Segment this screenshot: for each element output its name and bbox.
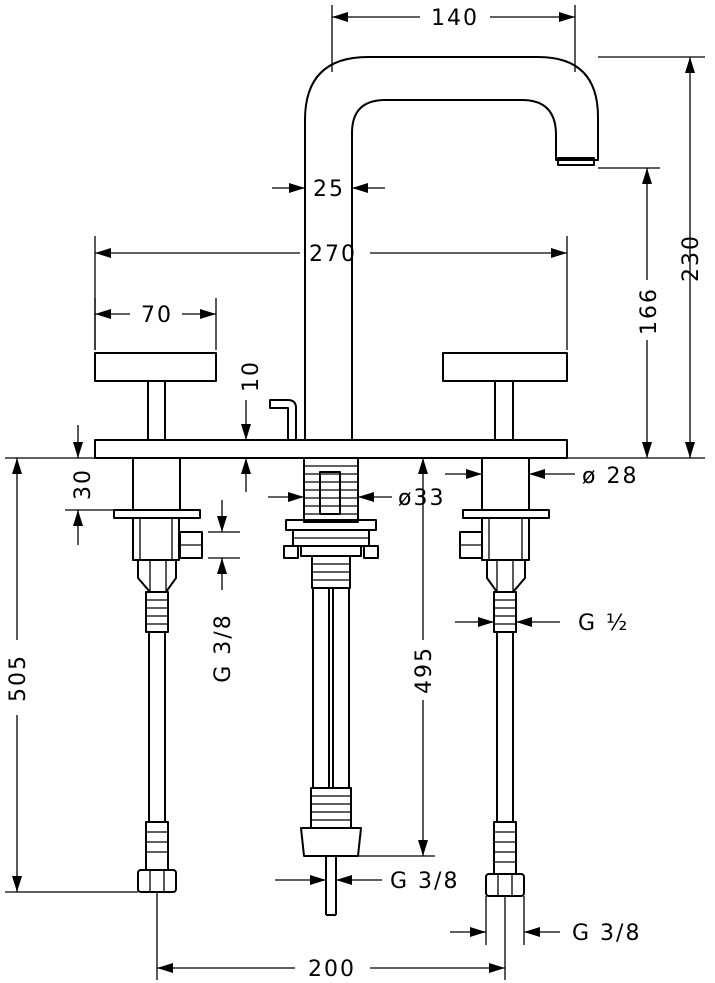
- deck-plate: [94, 439, 568, 459]
- dim-hose-length: 505: [6, 654, 31, 702]
- spout-aerator: [557, 157, 595, 166]
- center-shank: [283, 457, 379, 589]
- popup-lever: [269, 399, 297, 440]
- dim-spout-tube: 25: [313, 177, 345, 202]
- dim-hot-cold-connection: G ½: [578, 611, 629, 636]
- dimension-lines: [5, 5, 705, 980]
- dim-shank-diameter: ø33: [398, 486, 445, 511]
- spout: [304, 56, 599, 440]
- dim-valve-body: 30: [71, 468, 96, 500]
- dim-plate-thickness: 10: [239, 360, 264, 392]
- left-valve: [113, 457, 203, 593]
- dim-hose-connection: G 3/8: [572, 921, 641, 946]
- dim-handle-width: 70: [141, 303, 173, 328]
- right-hose: [485, 591, 525, 897]
- dim-center-hose-length: 495: [412, 646, 437, 694]
- dim-center-connection: G 3/8: [390, 869, 459, 894]
- dim-outlet-height: 166: [637, 287, 662, 335]
- dim-side-thread: G 3/8: [211, 613, 236, 682]
- right-valve: [459, 457, 550, 593]
- dim-overall-height: 230: [679, 234, 704, 282]
- dim-spout-reach: 140: [431, 6, 479, 31]
- right-handle: [442, 352, 568, 440]
- dim-handle-spacing: 200: [308, 957, 356, 982]
- dim-valve-diameter: ø 28: [582, 464, 638, 489]
- center-hoses: [300, 587, 362, 916]
- faucet-outline: [94, 56, 599, 916]
- dimension-labels: 140 25 270 70 10 230 166 30 ø33 ø 28 G ½…: [6, 6, 704, 982]
- left-hose: [137, 591, 177, 893]
- dim-overall-width: 270: [309, 242, 357, 267]
- left-handle: [94, 352, 217, 440]
